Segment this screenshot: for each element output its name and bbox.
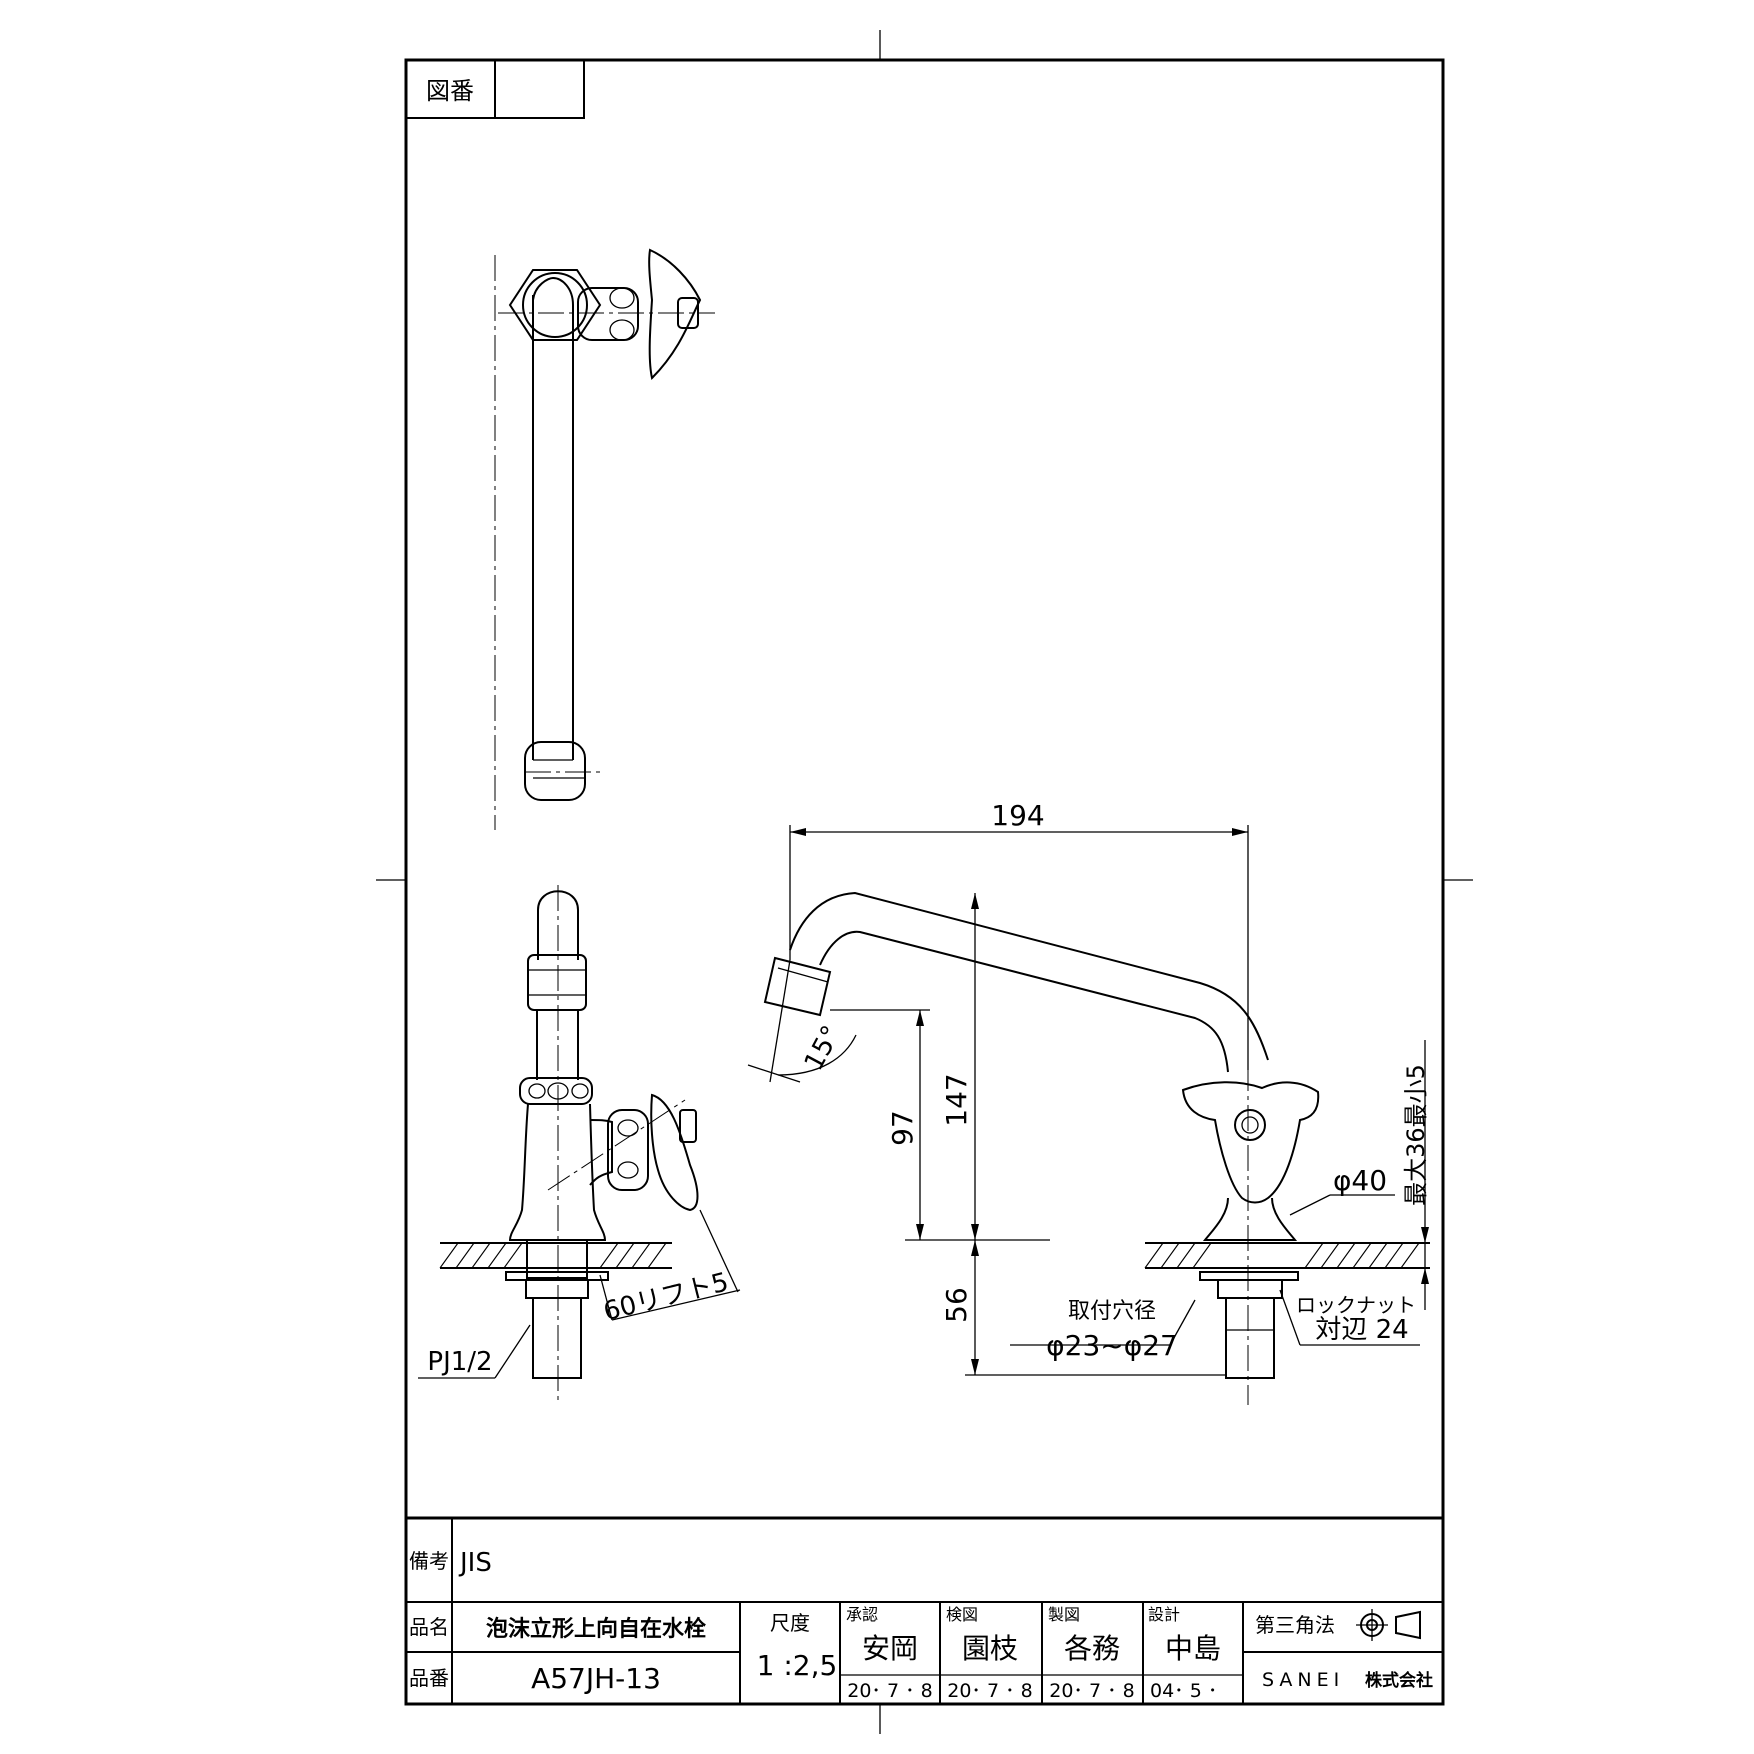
hatch-line (471, 1242, 491, 1269)
hatch-line (455, 1242, 475, 1269)
remarks-value: JIS (458, 1548, 492, 1578)
number-label: 品番 (409, 1666, 449, 1690)
company-name: SANEI (1262, 1669, 1344, 1691)
dim-shank: 56 (940, 1287, 973, 1323)
dim-height-total: 147 (940, 1073, 973, 1126)
hatch-line (1352, 1242, 1372, 1269)
third-angle-projection-icon (1356, 1609, 1421, 1641)
drawn-name: 各務 (1064, 1632, 1120, 1665)
design-date: 04･ 5 ･ (1150, 1680, 1217, 1702)
front-view (439, 885, 699, 1405)
remarks-label: 備考 (409, 1549, 449, 1573)
hatch-line (1400, 1242, 1420, 1269)
hatch-line (1144, 1242, 1164, 1269)
dim-height-spout: 97 (886, 1110, 919, 1146)
hatch-line (1384, 1242, 1404, 1269)
scale-label: 尺度 (770, 1611, 810, 1635)
dimension-lines (418, 825, 1429, 1379)
sheet-frame (376, 30, 1473, 1734)
hatch-line (647, 1242, 667, 1269)
hatch-line (631, 1242, 651, 1269)
drawing-number-box: 図番 (405, 59, 585, 119)
hatch-line (439, 1242, 459, 1269)
hatch-line (1176, 1242, 1196, 1269)
drawn-date: 20･ 7 ･ 8 (1049, 1680, 1134, 1702)
hatch-line (1160, 1242, 1180, 1269)
hatch-line (599, 1242, 619, 1269)
counter-hatching (439, 1242, 667, 1269)
dim-angle: 15° (799, 1021, 847, 1076)
dim-locknut-value: 対辺 24 (1315, 1315, 1408, 1345)
hatch-line (487, 1242, 507, 1269)
company-suffix: 株式会社 (1365, 1670, 1433, 1691)
top-view (494, 248, 715, 830)
approved-name: 安岡 (862, 1632, 918, 1665)
product-number: A57JH-13 (531, 1662, 661, 1695)
hatch-line (615, 1242, 635, 1269)
approved-date: 20･ 7 ･ 8 (847, 1680, 932, 1702)
product-name: 泡沫立形上向自在水栓 (486, 1616, 706, 1642)
counter-hatching (1144, 1242, 1420, 1269)
design-label: 設計 (1148, 1605, 1180, 1624)
dim-locknut-label: ロックナット (1296, 1293, 1416, 1317)
approved-label: 承認 (846, 1605, 878, 1624)
hatch-line (1192, 1242, 1212, 1269)
checked-name: 園枝 (962, 1632, 1018, 1665)
hatch-line (1336, 1242, 1356, 1269)
dim-mounting-hole-value: φ23~φ27 (1046, 1329, 1178, 1362)
drawing-number-label: 図番 (426, 77, 474, 105)
checked-label: 検図 (946, 1605, 978, 1624)
projection-label: 第三角法 (1255, 1613, 1335, 1637)
title-block-text: 備考 JIS 品名 泡沫立形上向自在水栓 品番 A57JH-13 尺度 1 :2… (409, 1548, 1433, 1702)
drawn-label: 製図 (1048, 1605, 1080, 1624)
dim-reach: 194 (991, 799, 1044, 832)
title-block (406, 1516, 1443, 1704)
checked-date: 20･ 7 ･ 8 (947, 1680, 1032, 1702)
hatch-line (503, 1242, 523, 1269)
dim-mounting-hole-label: 取付穴径 (1068, 1299, 1156, 1324)
side-view (763, 825, 1430, 1405)
dim-lift: 60リフト5 (601, 1267, 732, 1327)
hatch-line (1368, 1242, 1388, 1269)
dim-counter-thickness: 最大36最小5 (1402, 1064, 1430, 1206)
name-label: 品名 (409, 1615, 449, 1639)
design-name: 中島 (1165, 1632, 1221, 1665)
dim-thread: PJ1/2 (427, 1347, 492, 1377)
dim-body-diameter: φ40 (1333, 1164, 1387, 1197)
hatch-line (1304, 1242, 1324, 1269)
hatch-line (1320, 1242, 1340, 1269)
scale-value: 1 :2,5 (757, 1649, 838, 1682)
